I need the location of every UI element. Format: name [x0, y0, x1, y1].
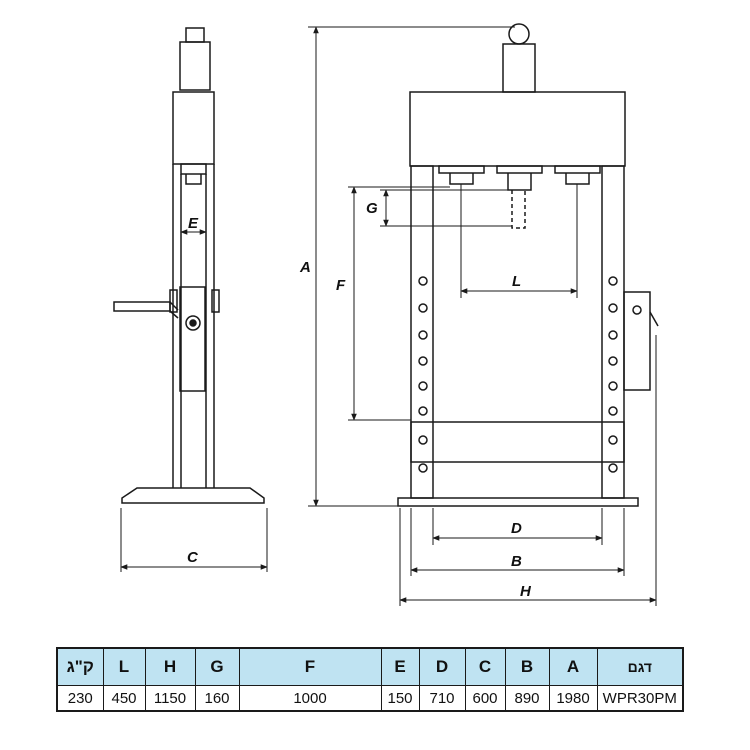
value-a: 1980 [548, 685, 598, 712]
header-f: F [238, 647, 382, 686]
value-f: 1000 [238, 685, 382, 712]
value-c: 600 [464, 685, 506, 712]
header-model: דגם [596, 647, 684, 686]
header-weight: ק"ג [56, 647, 104, 686]
dimension-c [120, 508, 268, 572]
dimension-b [410, 508, 625, 576]
label-c: C [187, 549, 199, 566]
value-l: 450 [102, 685, 146, 712]
header-l: L [102, 647, 146, 686]
label-e: E [188, 215, 199, 232]
front-view [397, 23, 659, 507]
dimension-l [460, 184, 578, 298]
value-h: 1150 [144, 685, 196, 712]
label-b: B [511, 553, 522, 570]
value-d: 710 [418, 685, 466, 712]
value-model: WPR30PM [596, 685, 684, 712]
header-g: G [194, 647, 240, 686]
label-g: G [366, 200, 378, 217]
value-e: 150 [380, 685, 420, 712]
header-b: B [504, 647, 550, 686]
side-view [113, 27, 265, 504]
label-d: D [511, 520, 522, 537]
header-c: C [464, 647, 506, 686]
dimension-h [399, 335, 657, 606]
header-h: H [144, 647, 196, 686]
press-technical-drawing: E C [113, 23, 659, 606]
label-h: H [520, 583, 532, 600]
label-a: A [299, 259, 311, 276]
spec-table-value-row: 230 450 1150 160 1000 150 710 600 890 19… [56, 685, 684, 712]
header-a: A [548, 647, 598, 686]
header-e: E [380, 647, 420, 686]
dimension-d [432, 508, 603, 545]
spec-table: ק"ג L H G F E D C B A דגם 230 450 1150 1… [56, 647, 684, 712]
dimension-g [380, 189, 512, 227]
dimension-a [308, 26, 515, 507]
value-weight: 230 [56, 685, 104, 712]
value-b: 890 [504, 685, 550, 712]
header-d: D [418, 647, 466, 686]
spec-table-header-row: ק"ג L H G F E D C B A דגם [56, 647, 684, 686]
value-g: 160 [194, 685, 240, 712]
dimension-f [348, 186, 450, 421]
label-f: F [336, 277, 346, 294]
column-holes [418, 276, 642, 473]
label-l: L [512, 273, 521, 290]
